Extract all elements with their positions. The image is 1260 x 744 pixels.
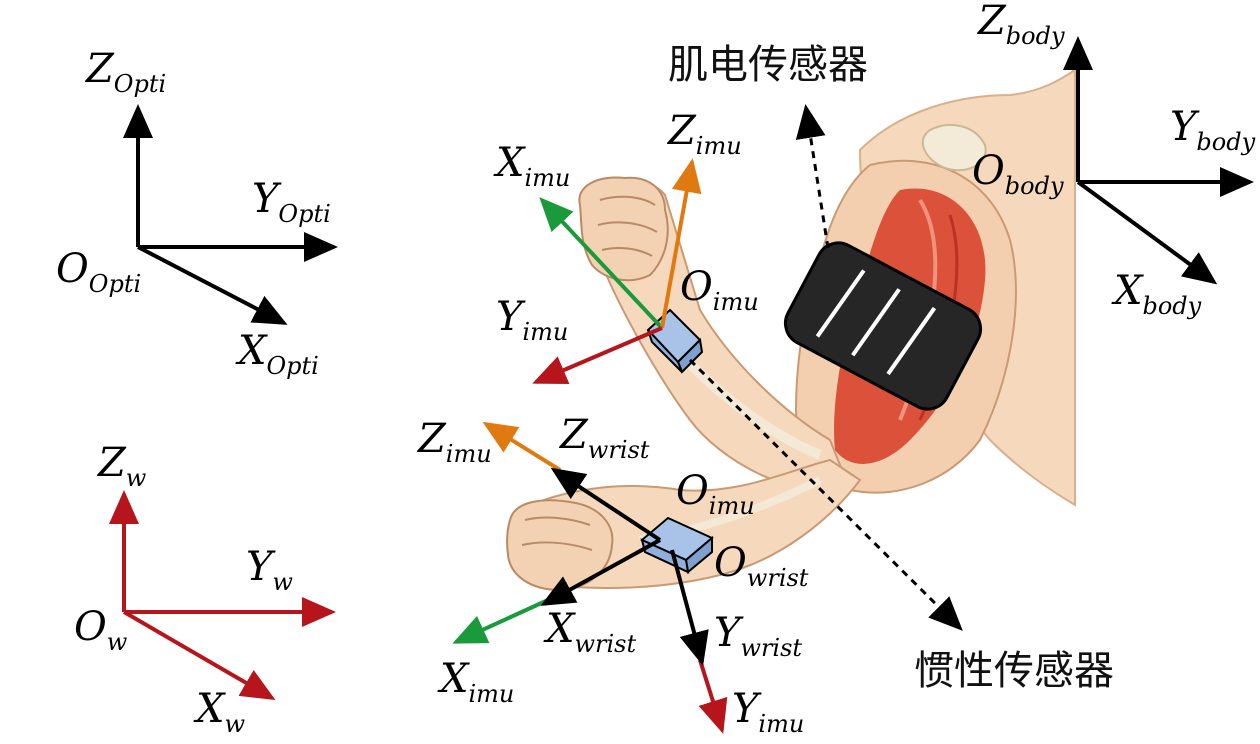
imu-upper-x-axis bbox=[539, 197, 664, 330]
imu-upper-z-axis bbox=[660, 158, 702, 329]
emg-sensor-band bbox=[783, 241, 983, 411]
wrist-x-axis bbox=[540, 538, 661, 606]
opti-z-label: ZOpti bbox=[84, 46, 166, 98]
world-z-label: Zw bbox=[96, 440, 147, 492]
body-x-axis bbox=[1076, 180, 1218, 285]
imu-lower-z-label: Zimu bbox=[416, 416, 492, 468]
world-y-label: Yw bbox=[246, 544, 293, 596]
inertial-sensor-label: 惯性传感器 bbox=[914, 648, 1114, 694]
body-z-label: Zbody bbox=[976, 0, 1065, 50]
emg-leader-line bbox=[795, 104, 830, 249]
imu-upper-y-axis bbox=[532, 326, 663, 384]
wrist-frame bbox=[540, 467, 709, 666]
imu-lower-origin-label: Oimu bbox=[676, 468, 755, 520]
imu-lower-z-axis bbox=[482, 421, 562, 472]
wrist-y-label: Ywrist bbox=[714, 610, 802, 662]
wrist-y-axis bbox=[670, 549, 709, 666]
world-frame bbox=[109, 490, 336, 701]
wrist-z-axis bbox=[550, 467, 662, 542]
imu-upper-y-label: Yimu bbox=[496, 294, 568, 346]
body-origin-label: Obody bbox=[972, 148, 1064, 200]
opti-frame bbox=[123, 104, 338, 325]
body-frame bbox=[1063, 36, 1254, 285]
imu-lower-x-axis bbox=[452, 598, 549, 644]
imu-leader-line bbox=[688, 358, 963, 631]
imu-lower-frame bbox=[452, 421, 728, 734]
imu-lower-x-label: Ximu bbox=[437, 656, 514, 708]
imu-upper-origin-label: Oimu bbox=[680, 264, 759, 316]
wrist-z-label: Zwrist bbox=[558, 412, 650, 464]
world-x-label: Xw bbox=[193, 686, 245, 738]
wrist-x-label: Xwrist bbox=[543, 606, 636, 658]
world-origin-label: Ow bbox=[74, 604, 128, 656]
raised-fist bbox=[578, 176, 669, 282]
imu-lower-y-axis bbox=[698, 659, 728, 734]
imu-upper-x-label: Ximu bbox=[493, 140, 570, 192]
body-x-label: Xbody bbox=[1111, 268, 1202, 320]
opti-x-axis bbox=[137, 245, 288, 325]
imu-lower-y-label: Yimu bbox=[732, 686, 804, 738]
opti-x-label: XOpti bbox=[235, 328, 319, 380]
wrist-origin-label: Owrist bbox=[714, 540, 809, 592]
emg-sensor-label: 肌电传感器 bbox=[668, 42, 868, 88]
body-y-label: Ybody bbox=[1170, 104, 1256, 156]
imu-upper-z-label: Zimu bbox=[666, 108, 742, 160]
imu-upper-frame bbox=[532, 158, 702, 384]
world-x-axis bbox=[122, 610, 276, 701]
opti-origin-label: OOpti bbox=[56, 246, 141, 298]
opti-y-label: YOpti bbox=[252, 176, 331, 228]
